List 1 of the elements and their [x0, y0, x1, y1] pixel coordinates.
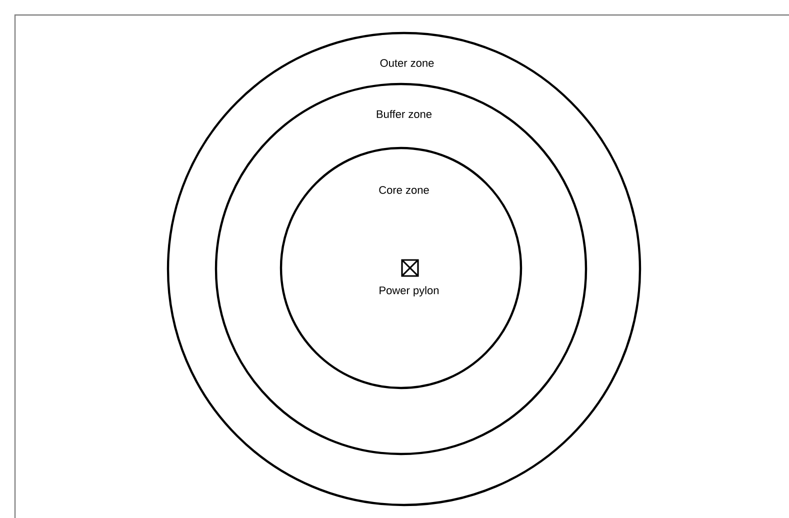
- pylon-label: Power pylon: [380, 286, 439, 296]
